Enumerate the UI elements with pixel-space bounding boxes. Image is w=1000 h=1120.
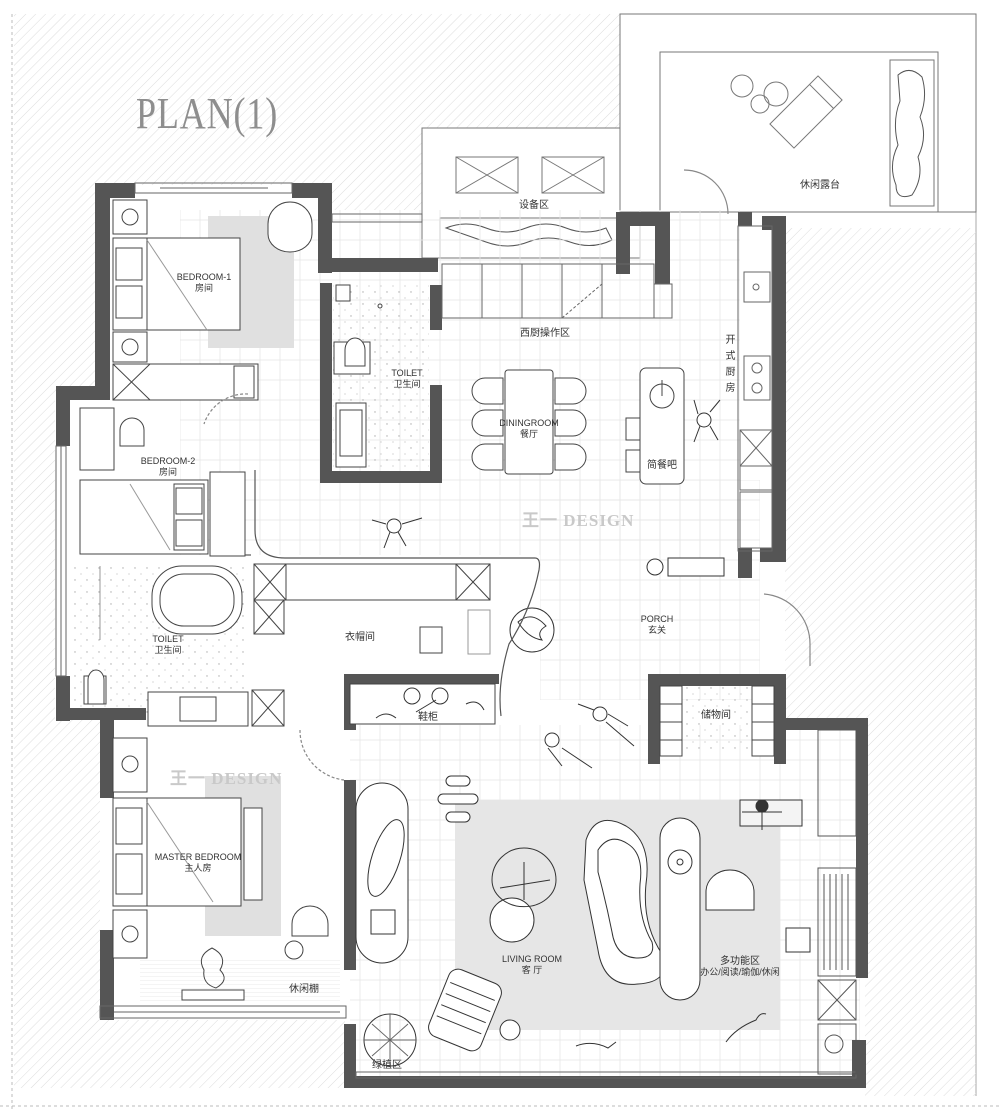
living-room-furniture [355,775,811,1067]
watermark: 王一 DESIGN [522,511,635,530]
room-label-leisure-shed: 休闲棚 [289,984,319,995]
room-label-western-kitchen: 西厨操作区 [520,328,570,339]
room-label-plant-area: 绿植区 [372,1060,402,1071]
room-name-cn: 卫生间 [154,645,182,655]
windows [55,182,857,1079]
room-name-cn: 客 厅 [521,965,543,975]
room-name-cn: 房间 [194,283,214,293]
room-label-living: LIVING ROOM 客 厅 [502,954,562,976]
room-name-cn: 玄关 [647,625,667,635]
floors [72,210,860,1080]
room-name-sub: 办公/阅读/瑜伽/休闲 [700,967,780,977]
room-label-toilet2: TOILET 卫生间 [152,634,183,656]
room-label-bedroom2: BEDROOM-2 房间 [141,456,196,478]
entry-chair [509,557,725,653]
storage-room [659,685,775,757]
room-name-en: TOILET [152,634,184,644]
room-name-cn: 餐厅 [519,429,538,439]
room-name-en: DININGROOM [499,418,559,428]
master-bedroom-furniture [112,737,329,1001]
room-name-cn: 房间 [158,467,178,477]
dining-table [471,369,587,475]
room-name-en: BEDROOM-2 [140,456,196,466]
room-label-cloakroom: 衣帽间 [345,632,375,643]
room-label-equipment: 设备区 [519,200,549,211]
room-label-storage: 储物间 [701,710,731,721]
room-label-shoe-cabinet: 鞋柜 [418,712,438,723]
bedroom1-furniture [112,199,313,401]
room-name-en: LIVING ROOM [501,954,563,964]
room-label-bar: 简餐吧 [647,460,677,471]
plan-title: PLAN(1) [136,89,279,138]
room-label-terrace: 休闲露台 [800,180,840,191]
room-name-en: PORCH [640,614,674,624]
partitions [203,169,811,781]
room-name-cn: 多功能区 [719,956,760,967]
room-label-porch: PORCH 玄关 [641,614,674,636]
bar-counter [625,367,685,485]
room-label-master: MASTER BEDROOM 主人房 [155,852,242,874]
room-label-toilet1: TOILET 卫生间 [391,368,422,390]
west-kitchen-counter [441,225,773,552]
room-label-bedroom1: BEDROOM-1 房间 [177,272,232,294]
room-name-cn: 主人房 [184,863,212,873]
room-label-dining: DININGROOM 餐厅 [499,418,559,440]
toilet1-fixtures [333,284,383,468]
cloakroom-furniture [251,563,496,727]
bedroom2-furniture [79,407,246,557]
watermark: 王一 DESIGN [170,769,283,788]
exterior-hatch [14,14,976,1096]
room-name-en: BEDROOM-1 [176,272,232,282]
people-figures [371,399,782,1049]
right-cabinets [817,729,857,1075]
room-name-en: MASTER BEDROOM [154,852,242,862]
room-name-cn: 卫生间 [393,379,421,389]
room-name-en: TOILET [391,368,423,378]
room-label-open-kitchen: 开式厨房 [723,334,734,398]
toilet2-fixtures [83,565,249,727]
room-label-multi: 多功能区 办公/阅读/瑜伽/休闲 [700,956,780,978]
